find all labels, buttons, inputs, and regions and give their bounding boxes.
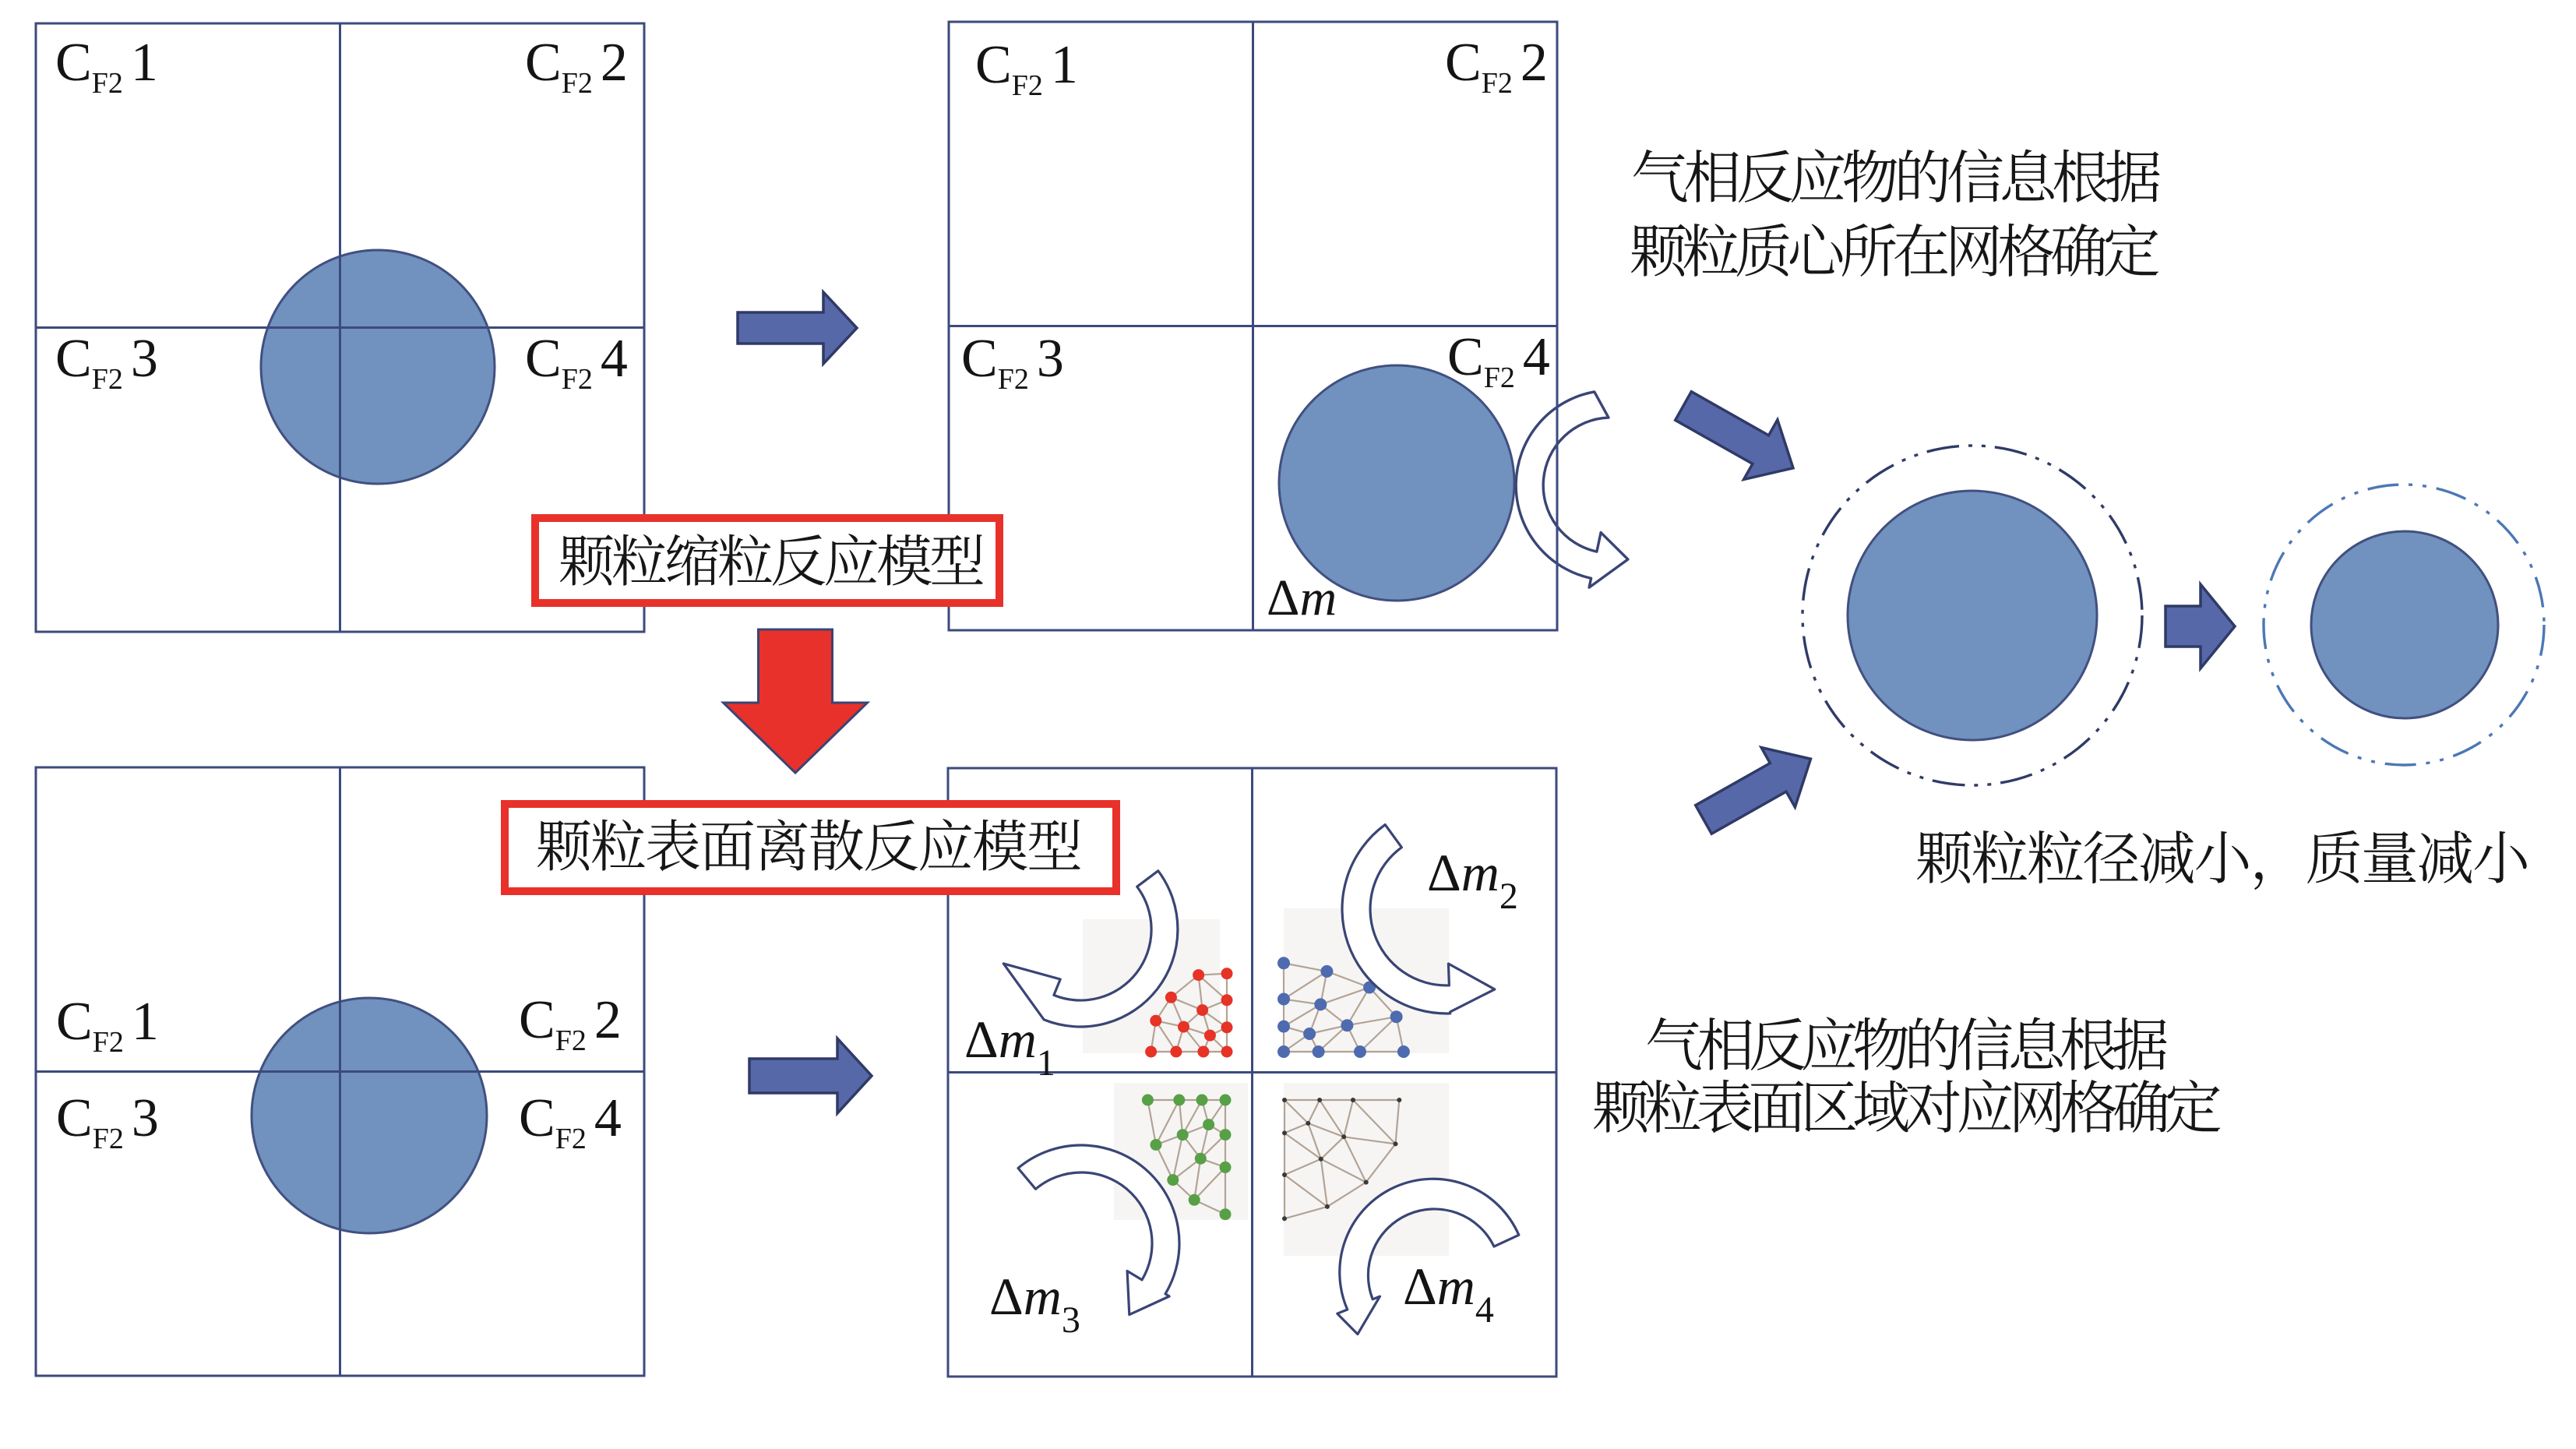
svg-text:CF2 4: CF2 4 [1447, 327, 1550, 394]
svg-text:Δm: Δm [1267, 569, 1337, 626]
svg-text:CF2 3: CF2 3 [55, 329, 158, 396]
